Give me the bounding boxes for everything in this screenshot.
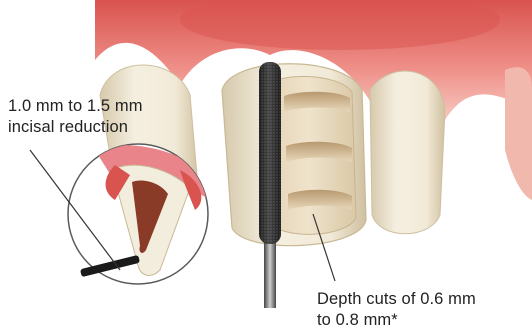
depth-cuts-line-1: Depth cuts of 0.6 mm [317,289,476,310]
incisal-reduction-label: 1.0 mm to 1.5 mm incisal reduction [8,96,143,138]
depth-cuts-line-2: to 0.8 mm* [317,310,476,331]
diamond-bur-icon [259,62,281,308]
incisal-reduction-line-2: incisal reduction [8,117,143,138]
right-tooth [370,71,445,234]
incisal-reduction-line-1: 1.0 mm to 1.5 mm [8,96,143,117]
tooth-cross-section-inset [68,144,210,284]
depth-cuts-label: Depth cuts of 0.6 mm to 0.8 mm* [317,289,476,331]
